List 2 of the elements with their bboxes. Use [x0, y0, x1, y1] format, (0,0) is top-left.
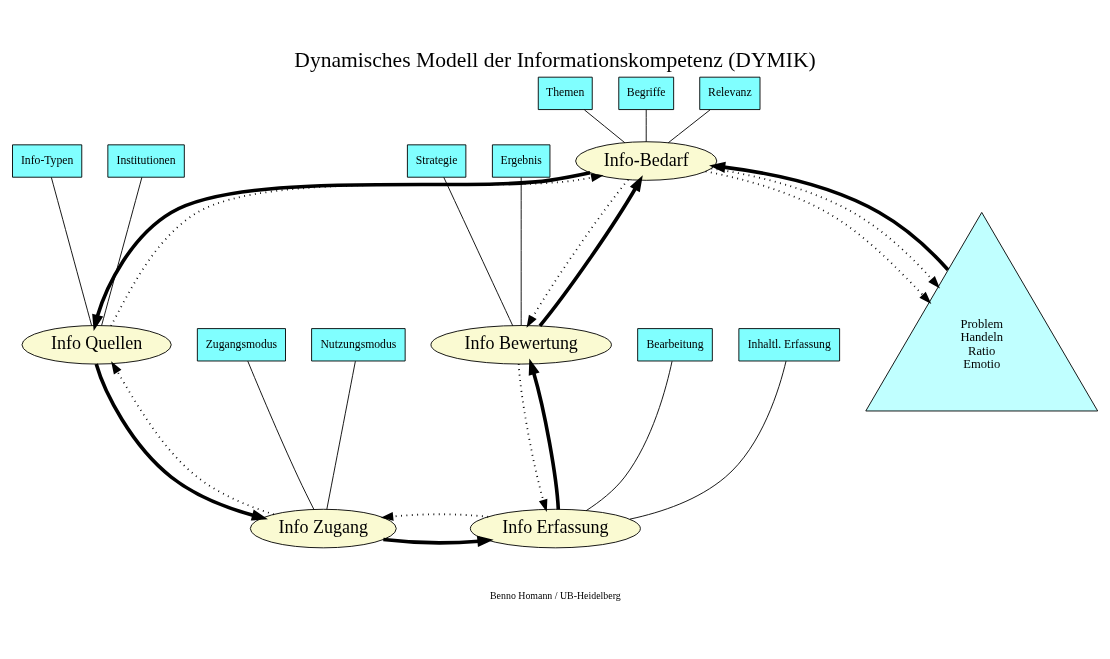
caption: Benno Homann / UB-Heidelberg	[490, 589, 621, 601]
diagram-title: Dynamisches Modell der Informationskompetenz (DYMIK)	[294, 48, 816, 73]
